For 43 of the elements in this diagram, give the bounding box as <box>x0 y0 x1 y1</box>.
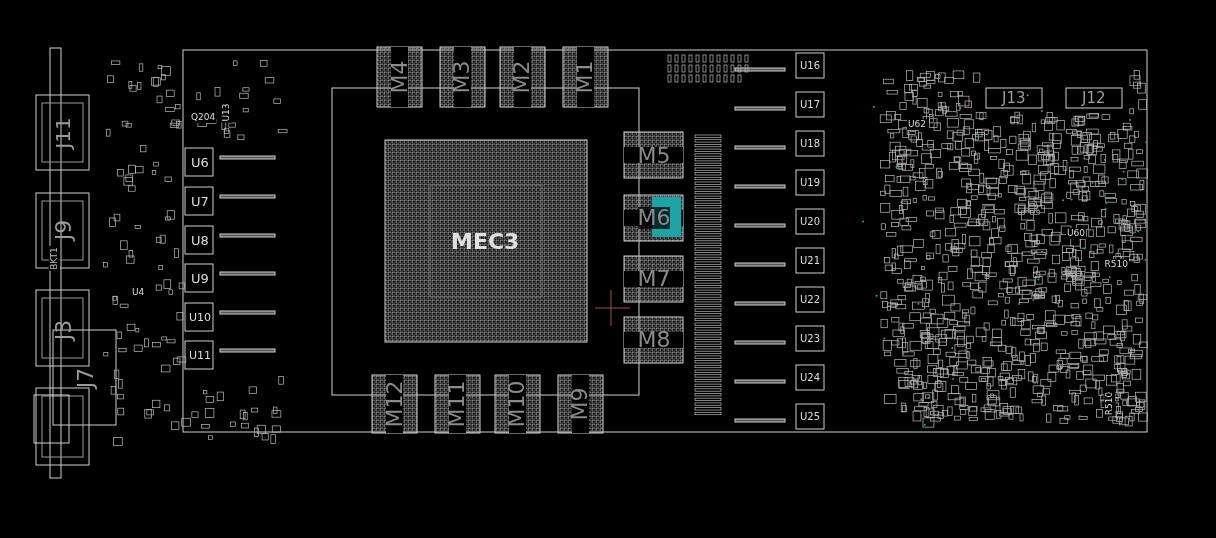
part-label: J9 <box>52 219 75 241</box>
part-label: U22 <box>800 295 821 305</box>
part-label: BKT1 <box>48 245 60 271</box>
part-label: U25 <box>800 412 821 422</box>
part-label: J3 <box>52 319 75 341</box>
part-label: U6 <box>191 155 209 169</box>
part-label: M7 <box>637 268 671 290</box>
part-label: U11 <box>189 349 212 361</box>
part-label: M2 <box>511 60 533 94</box>
part-label: J12 <box>1082 90 1106 106</box>
part-label: U13 <box>220 102 232 122</box>
part-label: M4 <box>389 60 411 94</box>
part-label: R510 <box>1103 258 1129 270</box>
part-label: J7 <box>74 367 97 389</box>
part-label: U20 <box>800 217 821 227</box>
part-label: U10 <box>189 311 212 323</box>
part-label: U24 <box>800 373 821 383</box>
part-label: J13 <box>1002 90 1026 106</box>
part-label: M10 <box>506 380 528 428</box>
part-label: U4 <box>131 286 146 298</box>
part-label: M8 <box>637 329 671 351</box>
part-label: U7 <box>191 194 209 208</box>
part-label: U9 <box>191 271 209 285</box>
part-label: M9 <box>569 387 591 421</box>
part-label: MEC3 <box>451 231 520 253</box>
part-label: U62 <box>907 118 928 130</box>
part-label: U16 <box>800 61 821 71</box>
part-label: M6 <box>637 207 671 229</box>
part-label: M5 <box>637 145 671 167</box>
part-label: Q204 <box>190 111 217 123</box>
part-label: U21 <box>800 256 821 266</box>
part-label: R510 <box>1103 390 1115 416</box>
part-label: U19 <box>800 178 821 188</box>
part-label: U17 <box>800 100 821 110</box>
part-label: J11 <box>52 117 73 149</box>
part-label: M12 <box>384 380 406 428</box>
part-label: M11 <box>446 380 468 428</box>
part-label: M3 <box>451 60 473 94</box>
part-label: U8 <box>191 233 209 247</box>
part-label: M1 <box>574 60 596 94</box>
part-label: U18 <box>800 139 821 149</box>
part-label: U60 <box>1066 227 1087 239</box>
part-label: U23 <box>800 334 821 344</box>
